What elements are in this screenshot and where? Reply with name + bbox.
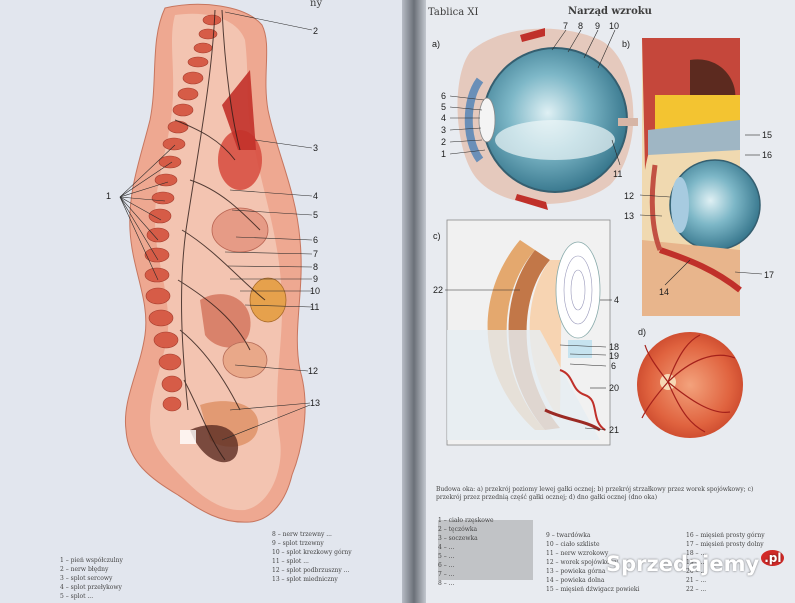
book-gutter bbox=[402, 0, 426, 603]
legend-item: 18 – ... bbox=[686, 550, 707, 557]
legend-item: 19 – ... bbox=[686, 559, 707, 566]
eye-fundus-d bbox=[637, 332, 743, 438]
legend-item: 13 – powieka górna bbox=[546, 568, 606, 575]
eye-label-19: 19 bbox=[609, 351, 620, 361]
eye-label-20: 20 bbox=[609, 383, 620, 393]
eye-section-b bbox=[639, 38, 763, 316]
eye-label-21: 21 bbox=[609, 425, 620, 435]
eye-label-5: 5 bbox=[441, 102, 447, 112]
legend-item: 22 – ... bbox=[686, 586, 707, 593]
eye-label-3: 3 bbox=[441, 125, 447, 135]
eye-label-2: 2 bbox=[441, 137, 447, 147]
legend-item: 3 – soczewka bbox=[438, 535, 478, 542]
legend-item: 6 – ... bbox=[438, 562, 455, 569]
legend-item: 9 – splot trzewny bbox=[272, 540, 324, 547]
plate-title: Tablica XI bbox=[428, 7, 479, 18]
label-12: 12 bbox=[308, 366, 319, 376]
left-header-fragment: ny bbox=[310, 0, 323, 9]
right-legend-col2: 9 – twardówka 10 – ciało szkliste 11 – n… bbox=[546, 531, 639, 594]
label-1: 1 bbox=[106, 191, 112, 201]
label-4: 4 bbox=[313, 191, 319, 201]
eye-label-13: 13 bbox=[624, 211, 635, 221]
eye-label-7: 7 bbox=[563, 21, 569, 31]
eye-label-8: 8 bbox=[578, 21, 584, 31]
eye-label-11: 11 bbox=[613, 169, 623, 179]
legend-item: 20 – ... bbox=[686, 568, 707, 575]
panel-label-c: c) bbox=[433, 231, 441, 241]
legend-item: 21 – ... bbox=[686, 577, 707, 584]
label-5: 5 bbox=[313, 210, 319, 220]
legend-item: 4 – splot przełykowy bbox=[60, 584, 122, 591]
watermark-logo: Sprzedajemy.pl bbox=[606, 550, 785, 576]
legend-item: 15 – mięsień dźwigacz powieki bbox=[546, 586, 640, 593]
legend-item: 7 – ... bbox=[438, 571, 455, 578]
legend-item: 1 – pień współczulny bbox=[60, 557, 123, 564]
eye-section-a bbox=[449, 28, 638, 210]
eye-label-10: 10 bbox=[609, 21, 620, 31]
figure-caption: Budowa oka: a) przekrój poziomy lewej ga… bbox=[436, 486, 754, 501]
left-legend-col2: 8 – nerw trzewny ... 9 – splot trzewny 1… bbox=[272, 530, 352, 584]
legend-item: 11 – nerw wzrokowy bbox=[546, 550, 609, 557]
legend-item: 5 – splot ... bbox=[60, 593, 94, 600]
eye-label-1: 1 bbox=[441, 149, 447, 159]
eye-label-15: 15 bbox=[762, 130, 773, 140]
legend-item: 16 – mięsień prosty górny bbox=[686, 532, 765, 539]
eye-label-18: 18 bbox=[609, 342, 620, 352]
watermark-name: Sprzedajemy bbox=[606, 552, 760, 576]
legend-item: 8 – nerw trzewny ... bbox=[272, 531, 332, 538]
panel-label-b: b) bbox=[622, 39, 631, 49]
legend-item: 12 – splot podbrzuszny ... bbox=[272, 567, 350, 574]
watermark-tld: .pl bbox=[761, 550, 785, 566]
legend-item: 10 – splot krezkowy górny bbox=[272, 549, 352, 556]
left-legend-col1: 1 – pień współczulny 2 – nerw błędny 3 –… bbox=[60, 556, 123, 601]
label-11: 11 bbox=[310, 302, 320, 312]
eye-label-9: 9 bbox=[595, 21, 601, 31]
eye-label-17: 17 bbox=[764, 270, 775, 280]
label-3: 3 bbox=[313, 143, 319, 153]
legend-item: 10 – ciało szkliste bbox=[546, 541, 600, 548]
label-10: 10 bbox=[310, 286, 321, 296]
eye-label-14: 14 bbox=[659, 287, 670, 297]
eye-label-c4: 4 bbox=[614, 295, 620, 305]
legend-item: 14 – powieka dolna bbox=[546, 577, 605, 584]
legend-item: 17 – mięsień prosty dolny bbox=[686, 541, 764, 548]
legend-item: 8 – ... bbox=[438, 580, 455, 587]
label-13: 13 bbox=[310, 398, 321, 408]
eye-section-c bbox=[445, 219, 612, 446]
legend-item: 11 – splot ... bbox=[272, 558, 309, 565]
label-2: 2 bbox=[313, 26, 319, 36]
legend-item: 2 – tęczówka bbox=[438, 526, 478, 533]
eye-label-c6: 6 bbox=[611, 361, 617, 371]
section-title: Narząd wzroku bbox=[568, 6, 652, 17]
legend-item: 1 – ciało rzęskowe bbox=[438, 517, 494, 524]
label-9: 9 bbox=[313, 274, 319, 284]
legend-item: 2 – nerw błędny bbox=[60, 566, 109, 573]
legend-item: 9 – twardówka bbox=[546, 532, 591, 539]
legend-item: 12 – worek spojówkowy bbox=[546, 559, 619, 566]
label-6: 6 bbox=[313, 235, 319, 245]
label-8: 8 bbox=[313, 262, 319, 272]
eye-label-6: 6 bbox=[441, 91, 447, 101]
panel-label-d: d) bbox=[638, 327, 647, 337]
panel-label-a: a) bbox=[432, 39, 441, 49]
torso-figure bbox=[119, 3, 313, 523]
legend-item: 13 – splot miedniczny bbox=[272, 576, 338, 583]
eye-label-12: 12 bbox=[624, 191, 635, 201]
label-7: 7 bbox=[313, 249, 319, 259]
eye-label-4: 4 bbox=[441, 113, 447, 123]
right-legend-col3: 16 – mięsień prosty górny 17 – mięsień p… bbox=[686, 531, 765, 594]
legend-item: 3 – splot sercowy bbox=[60, 575, 113, 582]
legend-item: 4 – ... bbox=[438, 544, 455, 551]
eye-label-22: 22 bbox=[433, 285, 444, 295]
eye-label-16: 16 bbox=[762, 150, 773, 160]
right-legend-col1: 1 – ciało rzęskowe 2 – tęczówka 3 – socz… bbox=[438, 516, 494, 588]
legend-item: 5 – ... bbox=[438, 553, 455, 560]
